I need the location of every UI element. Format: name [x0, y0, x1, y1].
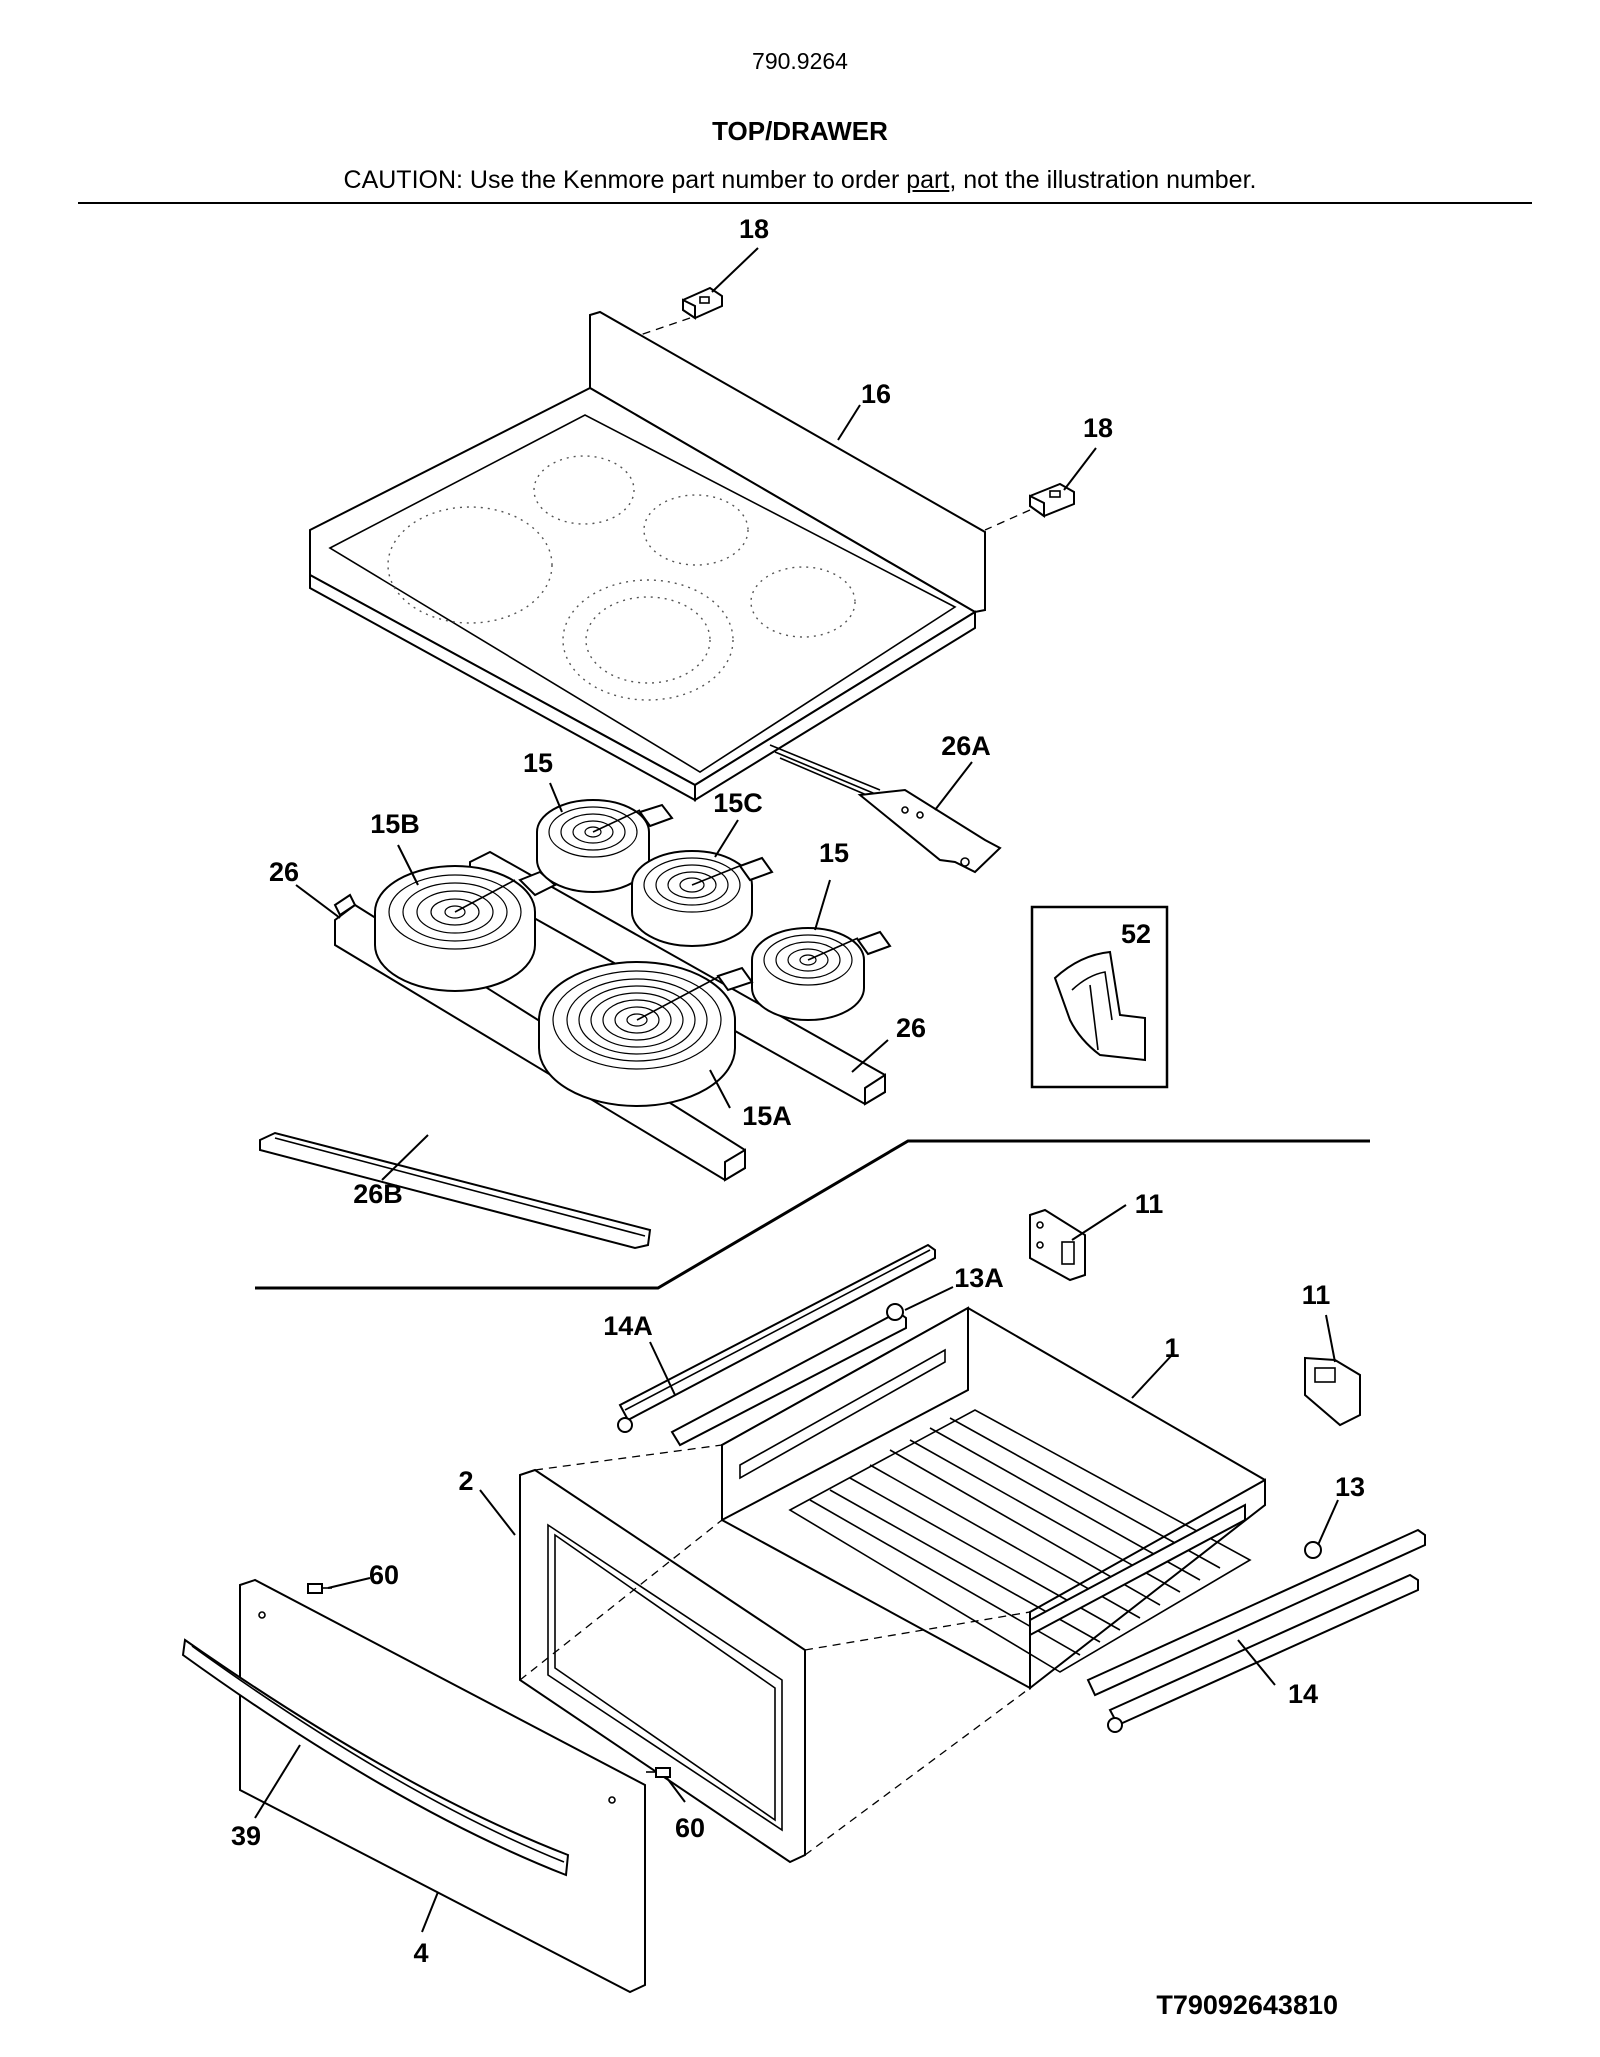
callout-4: 4 — [413, 1938, 428, 1968]
part-4-drawer-front-panel — [239, 1578, 646, 1994]
callout-1: 1 — [1164, 1333, 1179, 1363]
callout-15a: 15A — [742, 1101, 792, 1131]
leader-lines — [254, 247, 1339, 1933]
part-11-bracket-upper — [1029, 1208, 1086, 1282]
part-26a-wire-harness — [769, 744, 1002, 874]
section-title: TOP/DRAWER — [712, 116, 888, 146]
callout-15-right: 15 — [819, 838, 849, 868]
part-18-bracket-left — [682, 286, 723, 320]
part-39-drawer-handle — [181, 1638, 570, 1877]
part-18-bracket-right — [1029, 482, 1075, 518]
figure-code: T79092643810 — [1156, 1990, 1338, 2020]
caution-note: CAUTION: Use the Kenmore part number to … — [0, 166, 1600, 195]
header-rule — [78, 202, 1532, 204]
callout-26b: 26B — [353, 1179, 403, 1209]
part-16-cooktop — [309, 310, 986, 802]
part-11-bracket-right — [1304, 1356, 1361, 1427]
callout-15b: 15B — [370, 809, 420, 839]
callout-60-upper: 60 — [369, 1560, 399, 1590]
callout-26-left: 26 — [269, 857, 299, 887]
callout-60-lower: 60 — [675, 1813, 705, 1843]
part-13a-slide-rail-inner — [670, 1303, 907, 1447]
part-15-element-small-right — [751, 927, 892, 1021]
callout-11-upper: 11 — [1135, 1189, 1164, 1219]
callout-11-right: 11 — [1302, 1280, 1331, 1310]
caution-underlined-word: part — [906, 166, 950, 194]
part-14a-slide-rail-left — [617, 1243, 936, 1433]
callout-26a: 26A — [941, 731, 991, 761]
caution-suffix: , not the illustration number. — [949, 166, 1257, 194]
section-divider-line — [255, 1139, 1370, 1290]
callout-2: 2 — [458, 1466, 473, 1496]
model-number: 790.9264 — [752, 48, 848, 74]
callout-13a: 13A — [954, 1263, 1004, 1293]
caution-prefix: CAUTION: Use the Kenmore part number to … — [343, 166, 907, 194]
part-15b-element-large — [374, 865, 557, 992]
part-60-screw-lower — [646, 1767, 671, 1778]
callout-14: 14 — [1288, 1679, 1318, 1709]
part-1-drawer-body — [721, 1306, 1266, 1691]
callout-13: 13 — [1335, 1472, 1365, 1502]
part-15a-element-dual — [538, 961, 754, 1107]
callout-52: 52 — [1121, 919, 1151, 949]
part-52-inset-box — [1030, 905, 1169, 1089]
callout-15-top: 15 — [523, 748, 553, 778]
part-14-slide-rail-right — [1086, 1528, 1426, 1733]
part-13-roller — [1304, 1541, 1322, 1559]
callout-14a: 14A — [603, 1311, 653, 1341]
part-15c-element-medium — [631, 850, 774, 947]
callout-18-top: 18 — [739, 214, 769, 244]
callout-26-right: 26 — [896, 1013, 926, 1043]
callout-39: 39 — [231, 1821, 261, 1851]
callout-15c: 15C — [713, 788, 763, 818]
callout-18-right: 18 — [1083, 413, 1113, 443]
part-26b-front-strip — [259, 1131, 652, 1250]
callout-16: 16 — [861, 379, 891, 409]
part-15-element-small-top — [536, 799, 674, 893]
